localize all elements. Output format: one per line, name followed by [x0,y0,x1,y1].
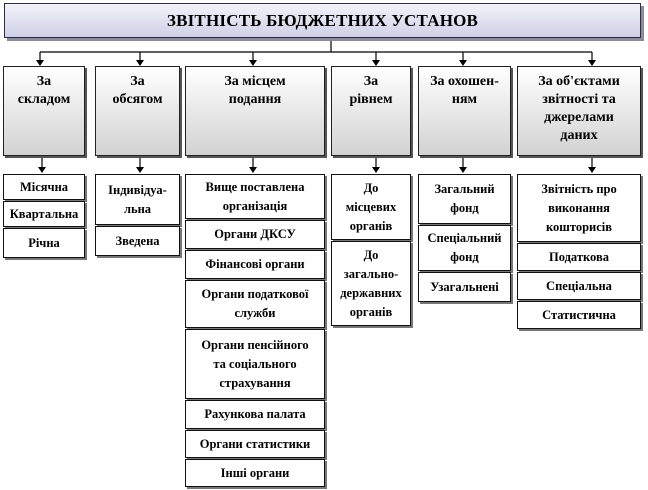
list-item: Спеціальний фонд [418,225,511,271]
list-item: Органи податкової служби [185,280,325,328]
list-item: Узагальнені [418,272,511,302]
list-item: Звітність про виконання кошторисів [517,174,641,242]
list-item: Спеціальна [517,272,641,300]
category-level: За рівнем [331,66,411,156]
list-item: Органи ДКСУ [185,220,325,249]
list-item: Фінансові органи [185,250,325,279]
category-objects-and-sources: За об'єктами звітності та джерелами дани… [517,66,641,156]
category-coverage: За охошен- ням [418,66,511,156]
list-item: Загальний фонд [418,174,511,224]
category-place-of-submission: За місцем подання [185,66,325,156]
list-item: Місячна [3,174,85,200]
category-volume: За обсягом [95,66,180,156]
category-composition: За складом [3,66,85,156]
list-item: До загально- державних органів [331,241,411,326]
list-item: Індивідуа- льна [95,174,180,225]
list-item: Зведена [95,226,180,256]
list-item: Квартальна [3,201,85,227]
diagram-title: ЗВІТНІСТЬ БЮДЖЕТНИХ УСТАНОВ [4,3,641,38]
list-item: Статистична [517,301,641,329]
list-item: До місцевих органів [331,174,411,240]
list-item: Інші органи [185,459,325,487]
list-item: Вище поставлена організація [185,174,325,219]
list-item: Органи пенсійного та соціального страхув… [185,329,325,399]
list-item: Річна [3,228,85,258]
list-item: Податкова [517,243,641,271]
list-item: Органи статистики [185,430,325,458]
list-item: Рахункова палата [185,400,325,429]
